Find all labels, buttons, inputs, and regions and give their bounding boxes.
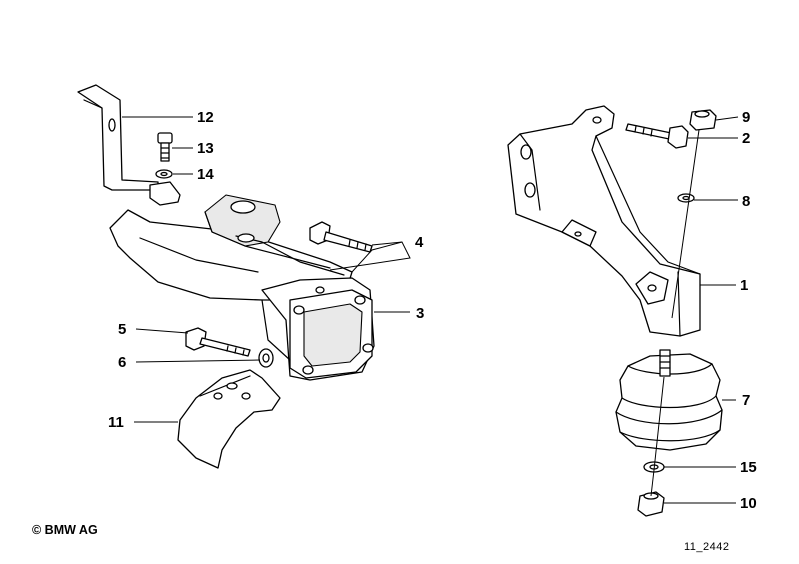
part-8-washer (677, 193, 695, 203)
callout-12: 12 (197, 109, 214, 126)
part-14-washer (155, 169, 173, 179)
callout-8: 8 (742, 193, 750, 210)
callout-7: 7 (742, 392, 750, 409)
part-10-nut (637, 491, 665, 517)
callout-5: 5 (118, 321, 126, 338)
callout-4: 4 (415, 234, 424, 251)
callout-3: 3 (416, 305, 424, 322)
callout-1: 1 (740, 277, 748, 294)
callout-9: 9 (742, 109, 750, 126)
callout-labels: 12 13 14 4 3 5 6 11 9 2 8 1 7 15 10 (108, 109, 757, 512)
part-5-bolt (185, 327, 251, 357)
leader-lines (122, 116, 739, 504)
callout-14: 14 (197, 166, 214, 183)
part-7-mount (615, 349, 723, 451)
part-1-bracket (507, 105, 701, 337)
callout-10: 10 (740, 495, 757, 512)
callout-11: 11 (108, 414, 124, 431)
diagram-reference: 11_2442 (684, 541, 730, 553)
callout-2: 2 (742, 130, 750, 147)
part-4-bolt (309, 221, 373, 253)
part-6-washer (258, 348, 274, 368)
callout-6: 6 (118, 354, 126, 371)
part-9-nut (689, 109, 717, 131)
part-3-carrier (109, 194, 375, 381)
copyright-notice: © BMW AG (32, 523, 98, 537)
part-13-bolt (157, 132, 173, 162)
callout-15: 15 (740, 459, 757, 476)
part-11-shield (177, 369, 281, 469)
assembly-lines (650, 129, 700, 497)
callout-13: 13 (197, 140, 214, 157)
part-2-bolt (625, 123, 689, 149)
part-12-bracket (77, 84, 181, 206)
